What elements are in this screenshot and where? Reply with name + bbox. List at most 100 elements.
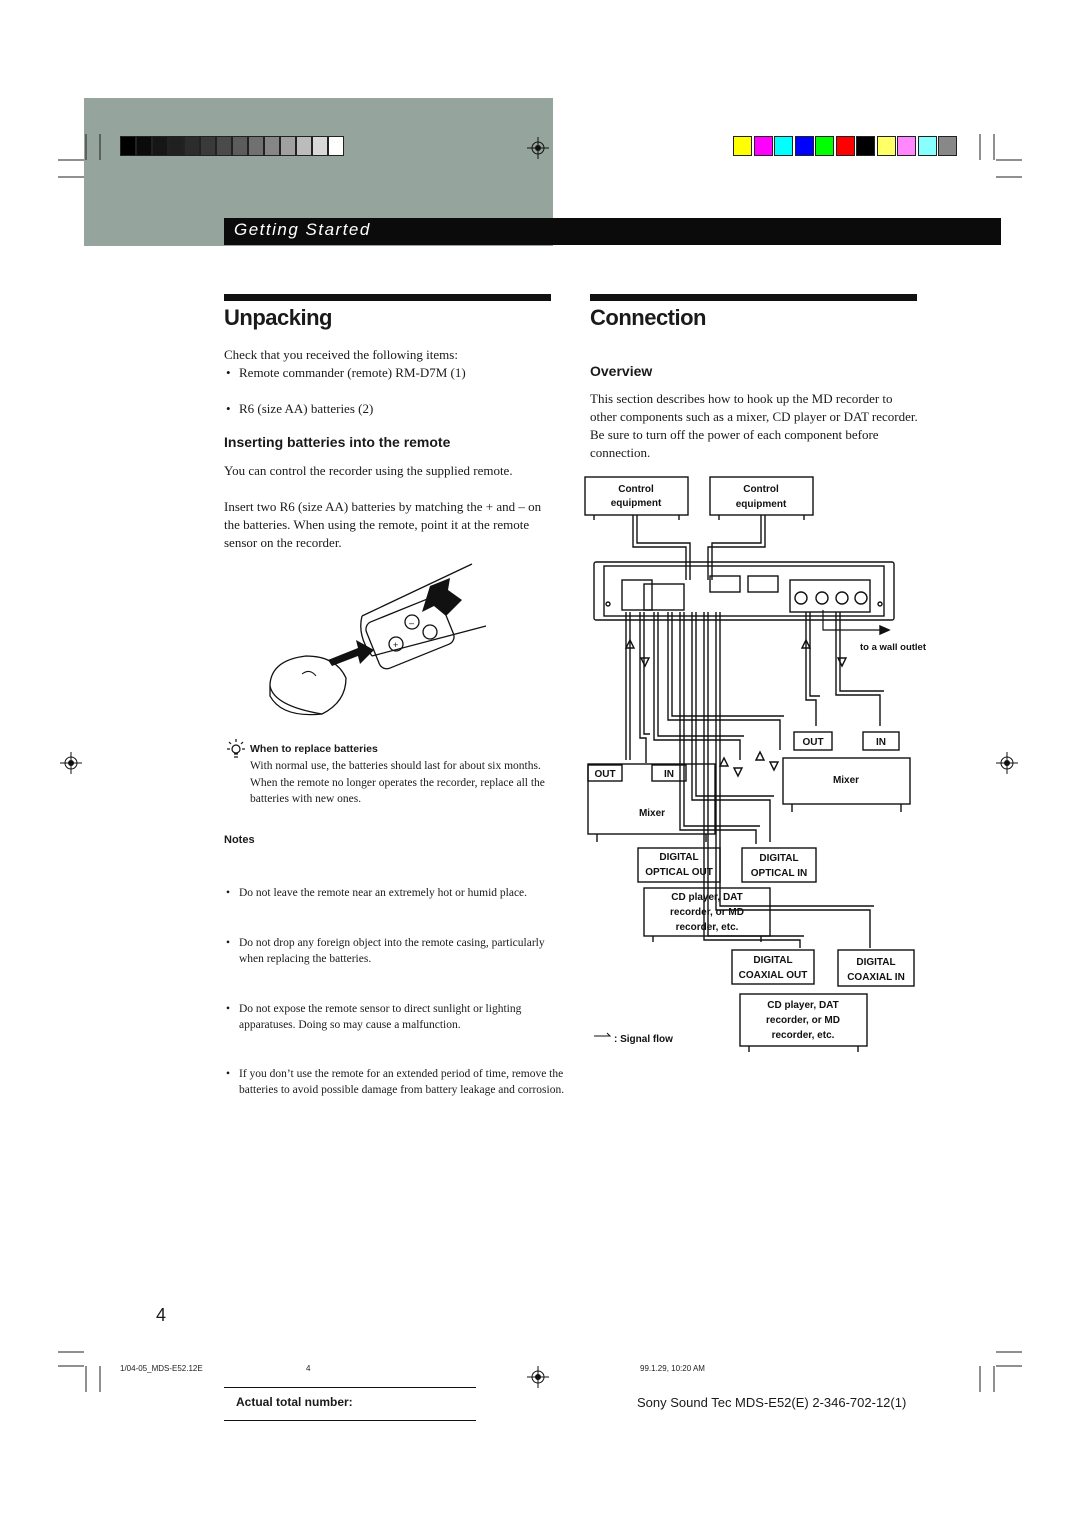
mixer-out-port (793, 731, 833, 751)
notes-heading: Notes (224, 834, 255, 846)
registration-mark-icon (996, 752, 1018, 774)
page-number: 4 (156, 1305, 167, 1325)
batteries-para-1: You can control the recorder using the s… (224, 463, 513, 478)
svg-text:+: + (393, 640, 398, 650)
overview-text: This section describes how to hook up th… (590, 391, 918, 460)
calibration-swatch (120, 136, 136, 156)
cd-player-label: recorder, etc. (772, 1030, 835, 1041)
calibration-swatch (753, 136, 773, 156)
unpacking-intro: Check that you received the following it… (224, 347, 458, 362)
overview-heading: Overview (590, 363, 653, 379)
footer-rule (224, 1387, 476, 1388)
calibration-swatch (917, 136, 937, 156)
calibration-swatch (774, 136, 793, 156)
calibration-swatch (733, 136, 752, 156)
mixer-box (587, 763, 716, 835)
port-label: DIGITAL (759, 853, 798, 864)
mixer-out-port (587, 764, 623, 782)
control-equipment-label: Control (618, 484, 654, 495)
digital-coaxial-in-port (837, 949, 915, 987)
footer-rule (224, 1420, 476, 1421)
calibration-swatch (794, 136, 814, 156)
note-item: If you don’t use the remote for an exten… (226, 1066, 567, 1099)
wall-outlet-label: to a wall outlet (860, 642, 927, 653)
control-equipment-label: equipment (736, 499, 787, 510)
calibration-swatch (938, 136, 957, 156)
calibration-swatch (897, 136, 916, 156)
mixer-in-port (651, 764, 687, 782)
section-title: Getting Started (234, 220, 371, 239)
mixer-out-label: OUT (802, 737, 823, 748)
unpacking-item: R6 (size AA) batteries (2) (226, 400, 569, 418)
calibration-swatch (312, 136, 328, 156)
section-rule (224, 294, 551, 301)
digital-coaxial-out-port (731, 949, 815, 985)
registration-mark-icon (527, 1366, 549, 1388)
mixer-label: Mixer (639, 808, 665, 819)
cd-player-label: CD player, DAT (671, 892, 743, 903)
mixer-in-port (862, 731, 900, 751)
signal-flow-legend: : Signal flow (614, 1034, 673, 1045)
port-label: OPTICAL IN (751, 868, 807, 879)
calibration-swatch (232, 136, 248, 156)
actual-total-label: Actual total number: (236, 1395, 353, 1409)
unpacking-item: Remote commander (remote) RM-D7M (1) (226, 364, 569, 382)
note-item: Do not drop any foreign object into the … (226, 935, 554, 968)
batteries-heading: Inserting batteries into the remote (224, 434, 451, 450)
registration-mark-icon (60, 752, 82, 774)
control-equipment-label: equipment (611, 498, 662, 509)
registration-mark-icon (527, 137, 549, 159)
port-label: DIGITAL (753, 955, 792, 966)
port-label: OPTICAL OUT (645, 867, 713, 878)
calibration-swatch (328, 136, 344, 156)
recorder-rear-panel (593, 561, 895, 621)
batteries-para-2: Insert two R6 (size AA) batteries by mat… (224, 499, 542, 550)
footer-file-name: 1/04-05_MDS-E52.12E (120, 1364, 203, 1373)
mixer-out-label: OUT (594, 769, 615, 780)
cd-player-label: recorder, or MD (766, 1015, 840, 1026)
digital-optical-out-port (637, 847, 721, 883)
calibration-swatch (216, 136, 232, 156)
calibration-swatch (264, 136, 280, 156)
unpacking-title: Unpacking (224, 305, 332, 330)
footer-model-line: Sony Sound Tec MDS-E52(E) 2-346-702-12(1… (637, 1395, 907, 1410)
port-label: COAXIAL IN (847, 972, 905, 983)
calibration-swatch (835, 136, 855, 156)
calibration-swatch (136, 136, 152, 156)
cd-player-label: CD player, DAT (767, 1000, 839, 1011)
mixer-box (782, 757, 911, 805)
port-label: DIGITAL (659, 852, 698, 863)
calibration-swatch (296, 136, 312, 156)
connection-diagram: Control equipment Control equipment to a… (584, 476, 927, 1052)
control-equipment-label: Control (743, 484, 779, 495)
tip-text: With normal use, the batteries should la… (250, 760, 545, 805)
port-label: COAXIAL OUT (739, 970, 808, 981)
digital-optical-in-port (741, 847, 817, 883)
calibration-swatch (200, 136, 216, 156)
remote-battery-illustration: + – (269, 563, 487, 716)
calibration-swatch (876, 136, 896, 156)
section-title-bar: Getting Started (224, 218, 1001, 245)
mixer-in-label: IN (876, 737, 886, 748)
calibration-swatch (168, 136, 184, 156)
note-item: Do not leave the remote near an extremel… (226, 885, 554, 902)
footer-file-page: 4 (306, 1364, 311, 1373)
cd-player-label: recorder, etc. (676, 922, 739, 933)
calibration-swatch (280, 136, 296, 156)
mixer-label: Mixer (833, 775, 859, 786)
tip-heading: When to replace batteries (250, 743, 378, 755)
calibration-swatch (856, 136, 875, 156)
connection-title: Connection (590, 305, 707, 330)
section-rule (590, 294, 917, 301)
note-item: Do not expose the remote sensor to direc… (226, 1001, 554, 1034)
footer-timestamp: 99.1.29, 10:20 AM (640, 1364, 705, 1373)
calibration-swatch (152, 136, 168, 156)
mixer-in-label: IN (664, 769, 674, 780)
calibration-swatch (815, 136, 834, 156)
lightbulb-icon (227, 739, 245, 758)
calibration-swatch (184, 136, 200, 156)
cd-player-box (643, 887, 771, 937)
cd-player-label: recorder, or MD (670, 907, 744, 918)
svg-text:–: – (409, 618, 414, 628)
port-label: DIGITAL (856, 957, 895, 968)
